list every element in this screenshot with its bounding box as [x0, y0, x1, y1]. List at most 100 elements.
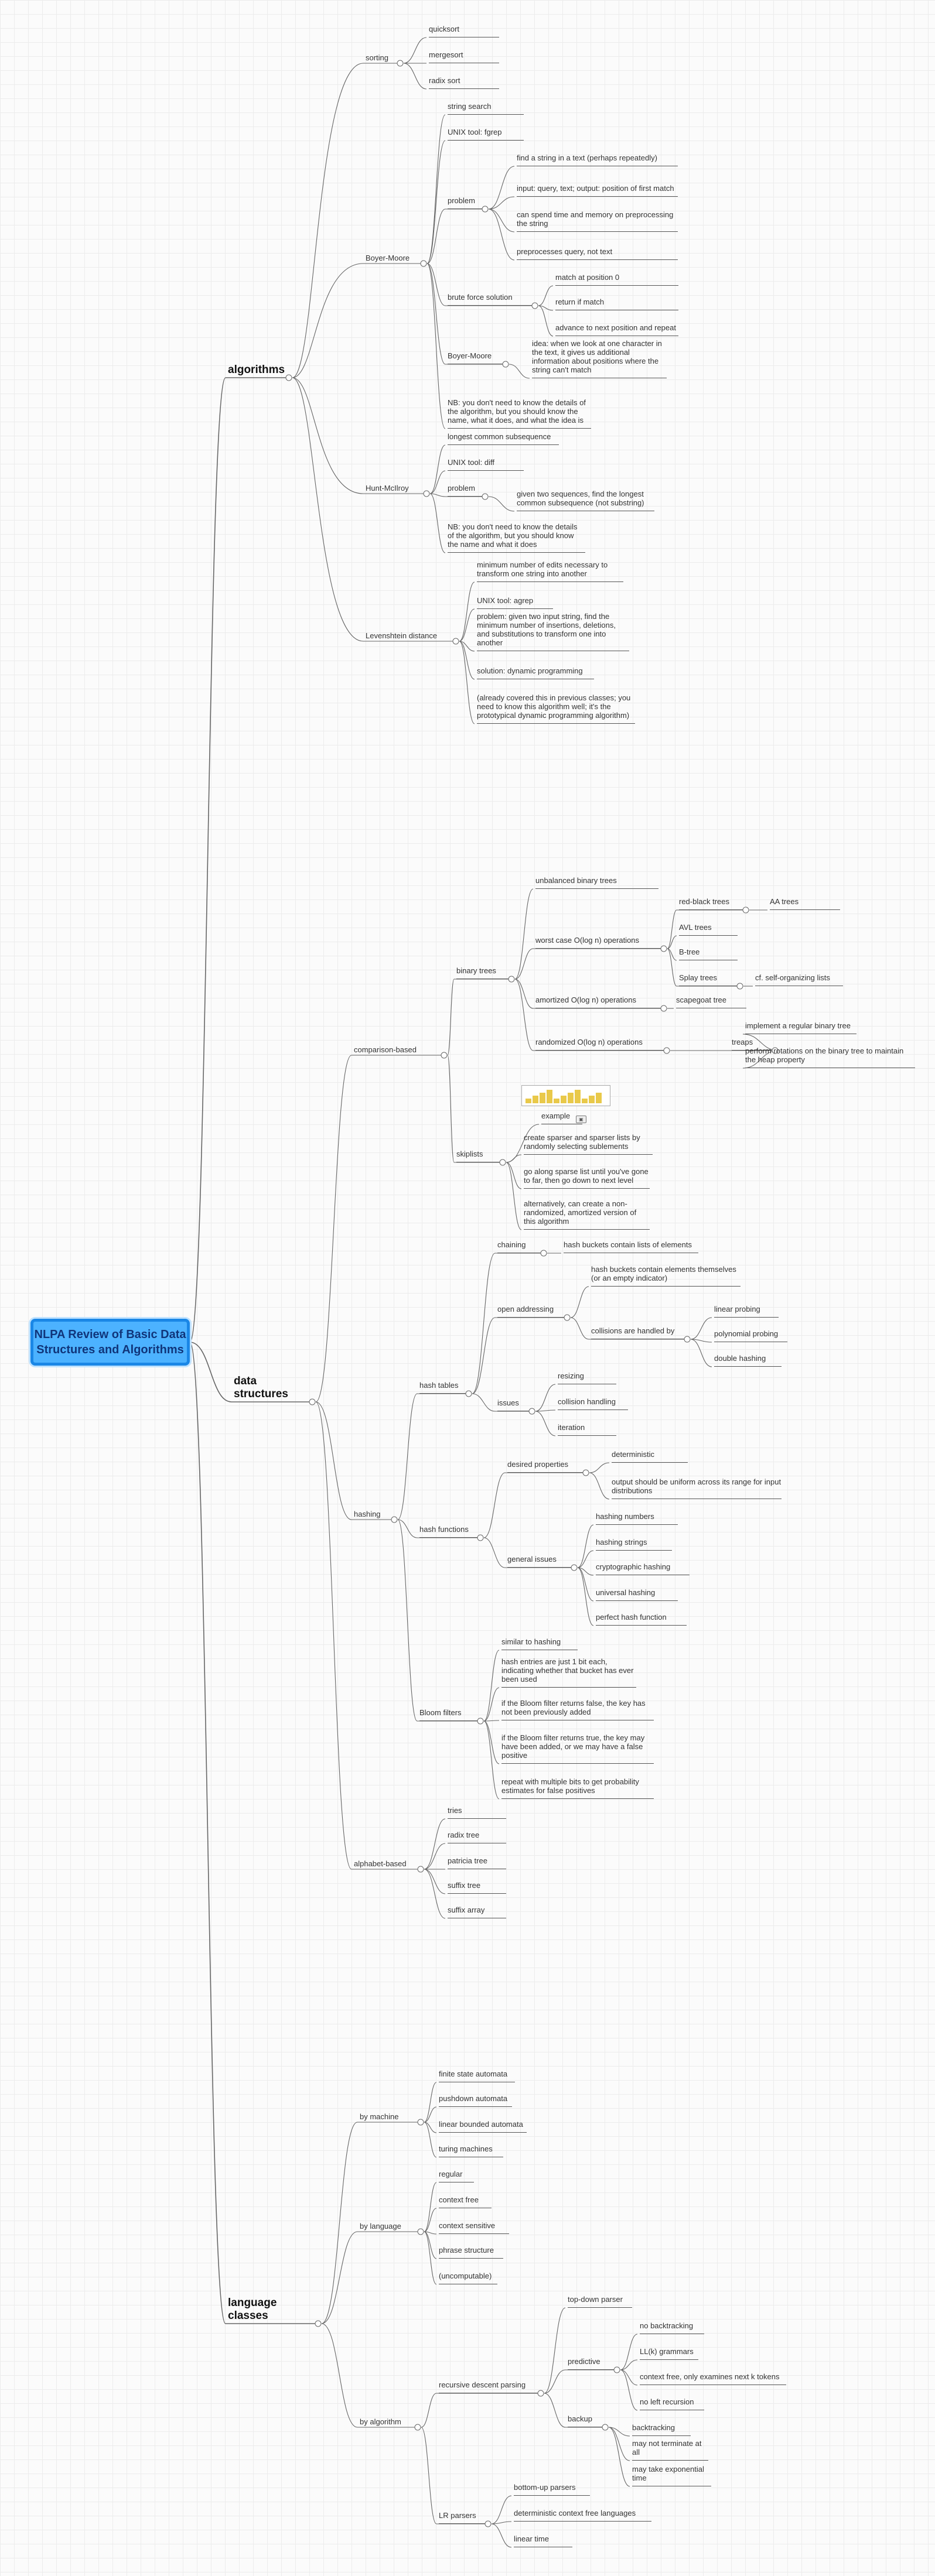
node-0-2-3[interactable]: NB: you don't need to know the details o… [448, 522, 585, 553]
node-0-1-3-1[interactable]: return if match [555, 297, 678, 310]
collapse-toggle-icon[interactable] [684, 1336, 691, 1343]
collapse-toggle-icon[interactable] [564, 1314, 571, 1321]
node-1-1-0-2-2[interactable]: iteration [558, 1423, 616, 1436]
node-1-0-0-1-3-0[interactable]: cf. self-organizing lists [755, 973, 843, 986]
node-1-0-0-1-0-0[interactable]: AA trees [770, 897, 840, 910]
node-0-3[interactable]: Levenshtein distance [366, 631, 438, 640]
node-1[interactable]: data structures [234, 1375, 288, 1400]
collapse-toggle-icon[interactable] [602, 2424, 609, 2431]
collapse-toggle-icon[interactable] [482, 206, 489, 213]
collapse-toggle-icon[interactable] [663, 1047, 670, 1054]
node-1-2-0[interactable]: tries [448, 1806, 506, 1819]
node-1-1-0-2[interactable]: issues [497, 1398, 530, 1411]
node-1-0-0-1-3[interactable]: Splay trees [679, 973, 738, 986]
node-1-0-0-2-0[interactable]: scapegoat tree [676, 995, 746, 1008]
node-0-3-1[interactable]: UNIX tool: agrep [477, 596, 553, 609]
node-1-1-0-2-0[interactable]: resizing [558, 1371, 616, 1384]
node-2-2-0-1-1[interactable]: LL(k) grammars [640, 2347, 698, 2360]
node-0-3-3[interactable]: solution: dynamic programming [477, 666, 594, 679]
node-1-1-0-1-0[interactable]: hash buckets contain elements themselves… [591, 1265, 741, 1287]
node-0-0-1[interactable]: mergesort [429, 50, 499, 63]
node-1-1-1[interactable]: hash functions [419, 1525, 478, 1538]
node-1-0-0-1[interactable]: worst case O(log n) operations [535, 936, 661, 949]
node-0[interactable]: algorithms [228, 364, 285, 376]
collapse-toggle-icon[interactable] [508, 976, 515, 983]
node-0-1-3[interactable]: brute force solution [448, 293, 533, 306]
node-2-2-0-1-3[interactable]: no left recursion [640, 2397, 704, 2410]
node-0-1-2-3[interactable]: preprocesses query, not text [517, 247, 678, 260]
node-2-2-0-2-1[interactable]: may not terminate at all [632, 2439, 708, 2461]
node-1-1-1-1[interactable]: general issues [507, 1555, 572, 1568]
collapse-toggle-icon[interactable] [484, 2520, 492, 2527]
node-1-1[interactable]: hashing [354, 1510, 381, 1518]
node-0-1-4-0[interactable]: idea: when we look at one character in t… [532, 339, 667, 378]
node-1-0-0-3[interactable]: randomized O(log n) operations [535, 1038, 664, 1051]
node-1-2-3[interactable]: suffix tree [448, 1881, 506, 1894]
node-2-2-0[interactable]: recursive descent parsing [439, 2380, 538, 2393]
node-2-0-3[interactable]: turing machines [439, 2144, 503, 2157]
collapse-toggle-icon[interactable] [420, 260, 427, 267]
collapse-toggle-icon[interactable] [285, 374, 292, 381]
node-2-2-0-1[interactable]: predictive [568, 2357, 615, 2370]
collapse-toggle-icon[interactable] [391, 1516, 398, 1523]
collapse-toggle-icon[interactable] [397, 60, 404, 67]
collapse-toggle-icon[interactable] [582, 1469, 589, 1476]
node-1-1-1-0-1[interactable]: output should be uniform across its rang… [612, 1477, 782, 1499]
node-2-2-1-1[interactable]: deterministic context free languages [514, 2509, 651, 2522]
node-1-0-0-0[interactable]: unbalanced binary trees [535, 876, 658, 889]
node-2-1-4[interactable]: (uncomputable) [439, 2271, 497, 2284]
node-1-1-1-1-4[interactable]: perfect hash function [596, 1613, 687, 1626]
node-0-2[interactable]: Hunt-McIlroy [366, 484, 409, 492]
collapse-toggle-icon[interactable] [528, 1408, 535, 1415]
collapse-toggle-icon[interactable] [417, 1866, 424, 1873]
node-1-0-0-1-0[interactable]: red-black trees [679, 897, 743, 910]
node-1-1-2-1[interactable]: hash entries are just 1 bit each, indica… [501, 1657, 636, 1688]
collapse-toggle-icon[interactable] [540, 1250, 547, 1257]
node-2-0[interactable]: by machine [360, 2112, 399, 2121]
node-0-1-2[interactable]: problem [448, 196, 483, 209]
node-2-2-0-2-2[interactable]: may take exponential time [632, 2465, 711, 2486]
collapse-toggle-icon[interactable] [423, 490, 430, 497]
node-0-1-3-2[interactable]: advance to next position and repeat [555, 323, 678, 336]
node-1-1-0-0[interactable]: chaining [497, 1240, 541, 1253]
node-0-0-2[interactable]: radix sort [429, 76, 499, 89]
collapse-toggle-icon[interactable] [465, 1390, 472, 1397]
collapse-toggle-icon[interactable] [414, 2424, 421, 2431]
node-2-2-0-2[interactable]: backup [568, 2414, 603, 2427]
node-0-2-0[interactable]: longest common subsequence [448, 432, 559, 445]
collapse-toggle-icon[interactable] [502, 361, 509, 368]
node-2[interactable]: language classes [228, 2297, 277, 2322]
node-1-0-1[interactable]: skiplists [456, 1150, 500, 1162]
node-2-1-0[interactable]: regular [439, 2170, 474, 2182]
node-0-3-2[interactable]: problem: given two input string, find th… [477, 612, 629, 651]
node-1-0[interactable]: comparison-based [354, 1045, 417, 1054]
node-0-0-0[interactable]: quicksort [429, 25, 499, 37]
node-2-2-0-1-2[interactable]: context free, only examines next k token… [640, 2372, 786, 2385]
node-1-1-0-1-1-1[interactable]: polynomial probing [714, 1329, 787, 1342]
node-1-0-1-3[interactable]: alternatively, can create a non-randomiz… [524, 1199, 650, 1230]
node-2-1-3[interactable]: phrase structure [439, 2246, 503, 2259]
node-1-0-0-1-1[interactable]: AVL trees [679, 923, 738, 936]
node-1-1-2[interactable]: Bloom filters [419, 1708, 478, 1721]
node-2-0-2[interactable]: linear bounded automata [439, 2120, 527, 2133]
node-2-2-1[interactable]: LR parsers [439, 2511, 486, 2524]
node-2-2-0-2-0[interactable]: backtracking [632, 2423, 691, 2436]
node-1-1-1-0[interactable]: desired properties [507, 1460, 583, 1473]
node-1-1-1-1-0[interactable]: hashing numbers [596, 1512, 678, 1525]
node-1-1-2-2[interactable]: if the Bloom filter returns false, the k… [501, 1699, 654, 1720]
node-1-1-2-4[interactable]: repeat with multiple bits to get probabi… [501, 1777, 654, 1799]
node-0-1-0[interactable]: string search [448, 102, 524, 115]
node-1-0-0[interactable]: binary trees [456, 966, 509, 979]
node-2-1-1[interactable]: context free [439, 2195, 492, 2208]
node-2-0-1[interactable]: pushdown automata [439, 2094, 512, 2107]
node-1-1-1-1-3[interactable]: universal hashing [596, 1588, 678, 1601]
node-1-2-4[interactable]: suffix array [448, 1906, 506, 1918]
node-1-0-0-3-0-1[interactable]: perform rotations on the binary tree to … [745, 1046, 915, 1068]
node-1-0-1-1[interactable]: create sparser and sparser lists by rand… [524, 1133, 653, 1155]
node-2-2-0-0[interactable]: top-down parser [568, 2295, 632, 2308]
node-1-1-0-1-1[interactable]: collisions are handled by [591, 1326, 685, 1339]
collapse-toggle-icon[interactable] [660, 1005, 667, 1012]
node-2-1[interactable]: by language [360, 2222, 401, 2231]
node-1-2-2[interactable]: patricia tree [448, 1856, 506, 1869]
collapse-toggle-icon[interactable] [772, 1047, 779, 1054]
